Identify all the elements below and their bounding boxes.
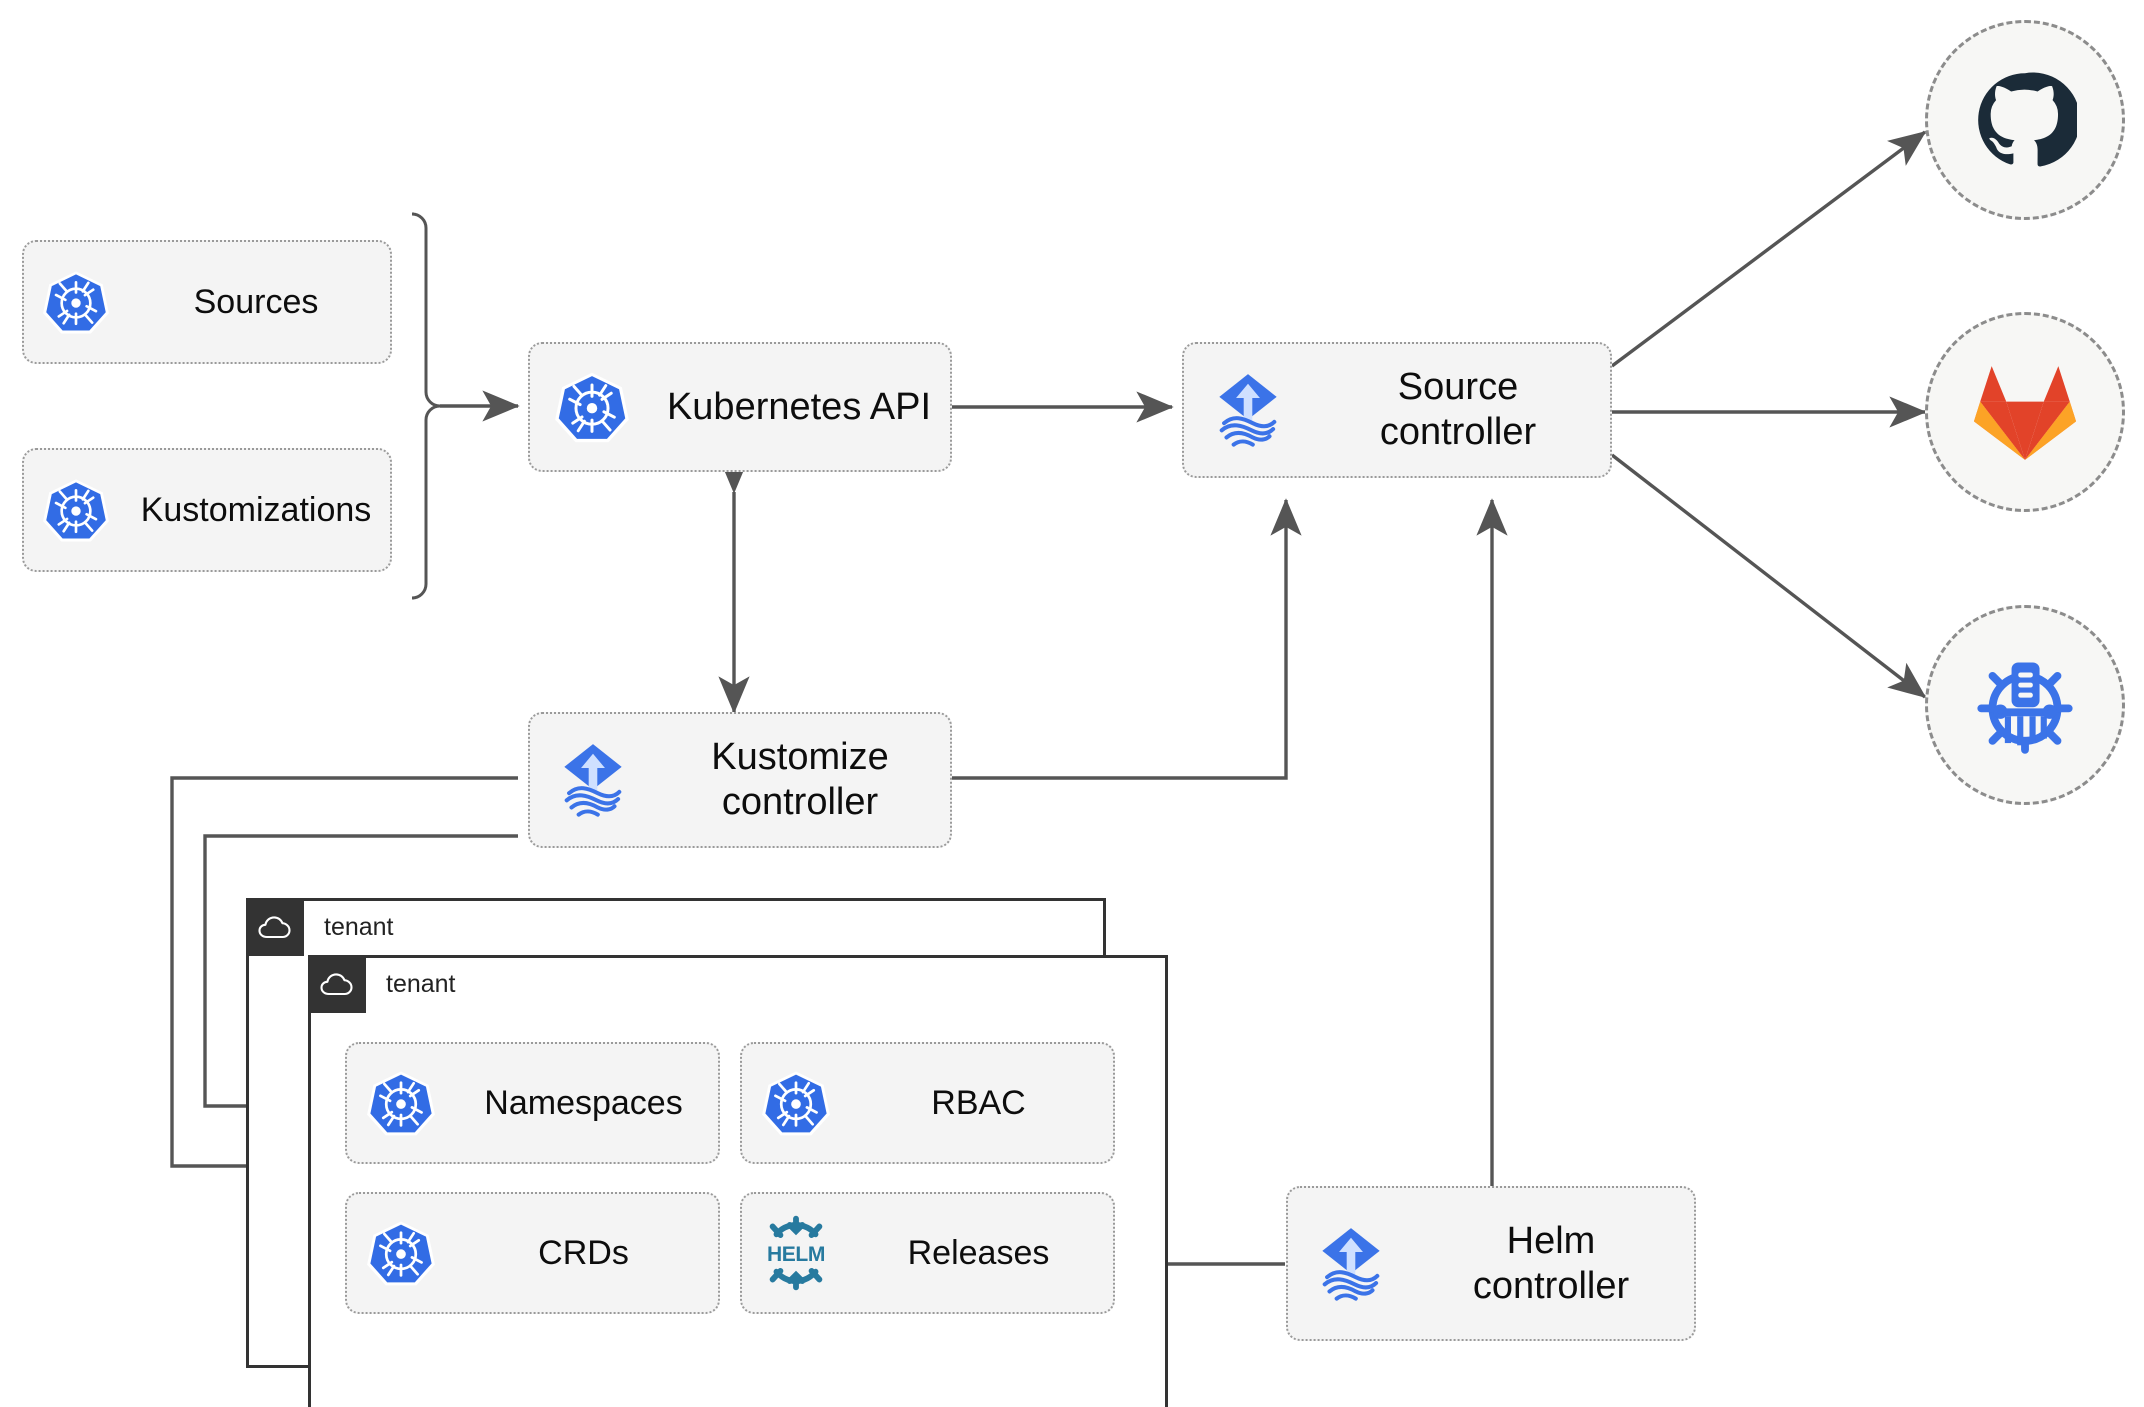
endpoint-bucket[interactable] [1925, 605, 2125, 805]
flux-icon [1288, 1221, 1414, 1307]
card-namespaces[interactable]: Namespaces [345, 1042, 720, 1164]
card-label: CRDs [538, 1233, 629, 1272]
cloud-icon [308, 955, 366, 1013]
card-sources[interactable]: Sources [22, 240, 392, 364]
kubernetes-icon [347, 1218, 455, 1288]
tenant-label: tenant [324, 912, 394, 941]
svg-text:HELM: HELM [767, 1243, 825, 1266]
card-label: RBAC [931, 1083, 1026, 1122]
tenant-label: tenant [386, 969, 456, 998]
kubernetes-icon [742, 1068, 850, 1138]
endpoint-github[interactable] [1925, 20, 2125, 220]
kubernetes-icon [24, 476, 128, 544]
card-label: Sources [193, 282, 319, 321]
github-icon [1978, 72, 2077, 167]
edge-sourcecontroller-github [1610, 130, 1927, 368]
edge-sources-bracket [411, 212, 441, 600]
helm-icon: HELM [742, 1214, 850, 1292]
tenant-tab-2: tenant [308, 955, 456, 1013]
tenant-container-2[interactable]: tenant [308, 955, 1168, 1407]
node-kubernetes-api[interactable]: Kubernetes API [528, 342, 952, 472]
card-label: Kustomizations [140, 490, 372, 529]
card-releases[interactable]: HELM Releases [740, 1192, 1115, 1314]
endpoint-gitlab[interactable] [1925, 312, 2125, 512]
card-kustomizations[interactable]: Kustomizations [22, 448, 392, 572]
node-helm-controller[interactable]: Helm controller [1286, 1186, 1696, 1341]
gitlab-icon [1973, 366, 2077, 460]
flux-icon [530, 737, 656, 823]
node-label: Kubernetes API [666, 385, 932, 428]
node-kustomize-controller[interactable]: Kustomize controller [528, 712, 952, 848]
node-source-controller[interactable]: Source controller [1182, 342, 1612, 478]
tenant-tab-1: tenant [246, 898, 394, 956]
edge-sourcecontroller-bucket [1610, 453, 1927, 699]
card-crds[interactable]: CRDs [345, 1192, 720, 1314]
card-rbac[interactable]: RBAC [740, 1042, 1115, 1164]
kubernetes-icon [347, 1068, 455, 1138]
node-label: Helm controller [1472, 1219, 1630, 1307]
node-label: Kustomize controller [711, 736, 889, 823]
kubernetes-icon [530, 369, 654, 445]
card-label: Namespaces [484, 1083, 683, 1122]
edge-kustomizecontroller-sourcecontroller [952, 498, 1302, 780]
bucket-helm-icon [1977, 662, 2073, 754]
kubernetes-icon [24, 268, 128, 336]
cloud-icon [246, 898, 304, 956]
node-label: Source controller [1379, 366, 1537, 453]
card-label: Releases [907, 1233, 1050, 1272]
flux-icon [1184, 367, 1312, 453]
